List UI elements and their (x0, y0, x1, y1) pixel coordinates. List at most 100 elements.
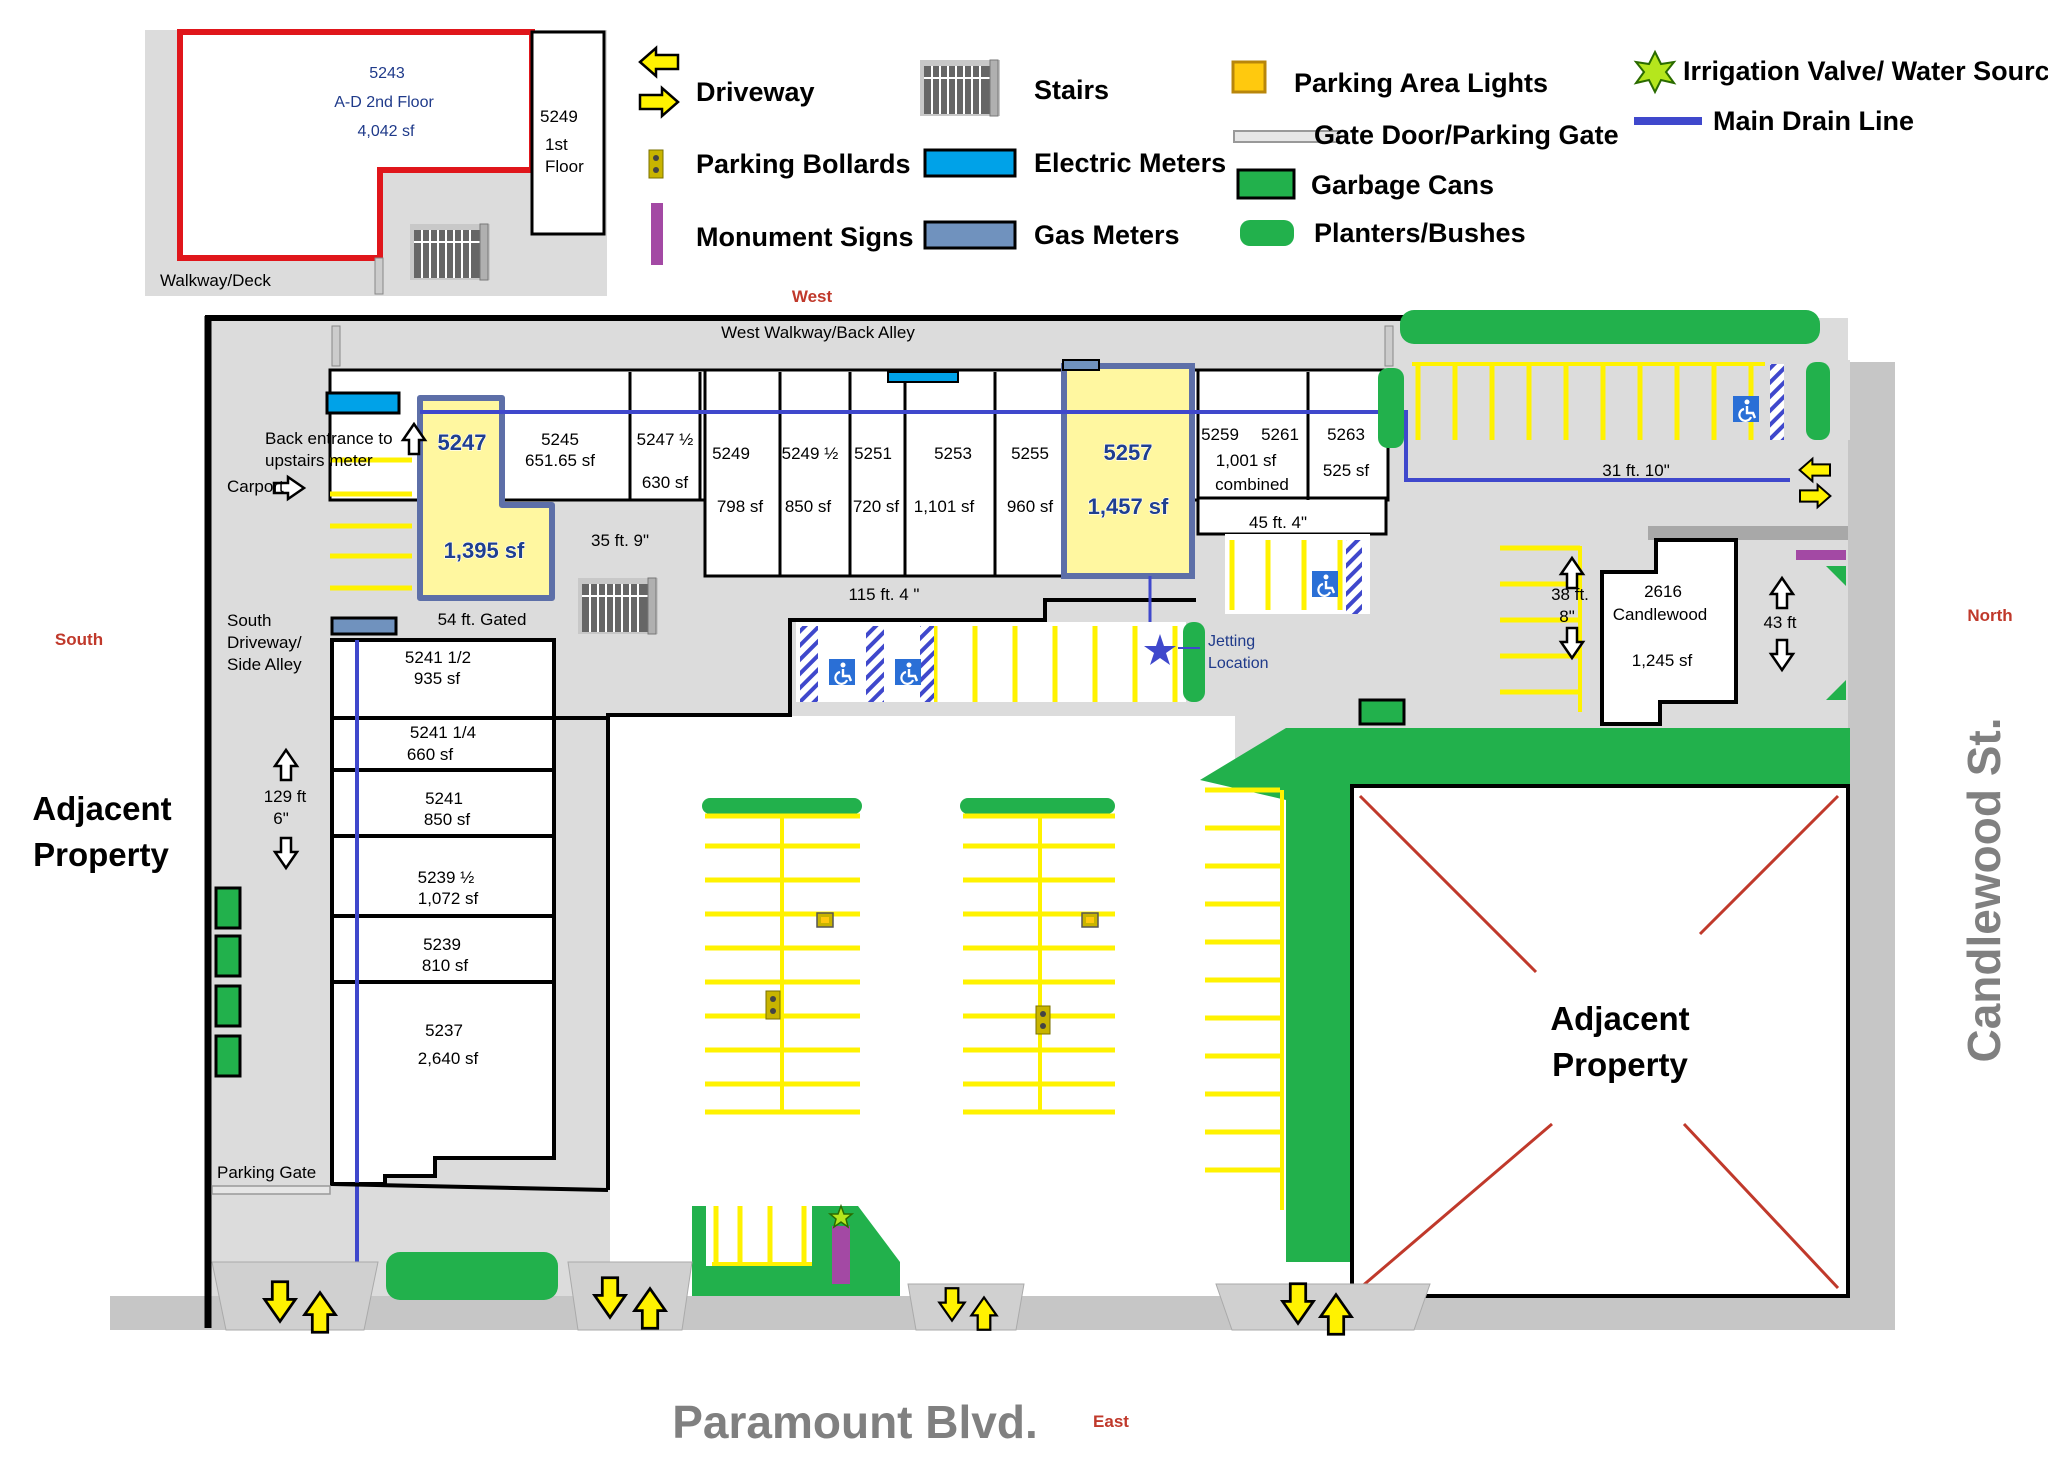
inset-side-floor-1: 1st (545, 135, 568, 154)
adjacent-property-right: Adjacent Property (1350, 784, 1850, 1298)
candlewood-street (1847, 362, 1895, 1330)
north-parking-stripes (1412, 362, 1784, 440)
unit-5237-number: 5237 (425, 1021, 463, 1040)
highlight-unit-5247: 5247 1,395 sf (417, 395, 555, 601)
gas-meter-left (330, 616, 398, 636)
monument-sign-north (1796, 550, 1846, 560)
label-parking-gate: Parking Gate (217, 1163, 316, 1182)
highlight-5247-area: 1,395 sf (444, 538, 525, 563)
compass-east: East (1093, 1412, 1129, 1431)
unit-5241-area: 850 sf (424, 810, 471, 829)
compass-west: West (792, 287, 833, 306)
unit-5239h-number: 5239 ½ (418, 868, 475, 887)
unit-5247h-area: 630 sf (642, 473, 689, 492)
building-2616-street: Candlewood (1613, 605, 1708, 624)
unit-5241h-number: 5241 1/2 (405, 648, 471, 667)
inset-unit-area: 4,042 sf (358, 123, 415, 140)
inset-side-number: 5249 (540, 107, 578, 126)
garbage-can-courtyard (1358, 698, 1406, 726)
adjacent-left-line1: Adjacent (32, 790, 171, 827)
unit-5263-area: 525 sf (1323, 461, 1370, 480)
gas-meter-icon (923, 220, 1017, 250)
courtyard-south-parking (796, 622, 1186, 702)
monument-sign-icon (651, 203, 663, 265)
stairs-icon (919, 59, 1001, 117)
gate-icon (1233, 130, 1339, 143)
highlight-5247-number: 5247 (438, 430, 487, 455)
label-len-45: 45 ft. 4" (1249, 513, 1307, 532)
label-len-129b: 6" (273, 809, 289, 828)
unit-5247h-number: 5247 ½ (637, 430, 694, 449)
inset-unit-floor: A-D 2nd Floor (334, 94, 434, 111)
label-jetting-1: Jetting (1208, 633, 1255, 650)
planter-icon (1240, 220, 1294, 246)
highlight-5257-area: 1,457 sf (1088, 494, 1169, 519)
combined-area: 1,001 sf (1216, 451, 1277, 470)
electric-meter-icon (923, 148, 1017, 178)
courtyard-parking-stripes (1225, 534, 1370, 614)
parking-island-1 (702, 798, 862, 1115)
unit-5237-area: 2,640 sf (418, 1049, 479, 1068)
legend-stairs: Stairs (1034, 75, 1109, 105)
drain-line-icon (1634, 117, 1702, 125)
legend: Driveway Parking Bollards Monument Signs… (638, 46, 2048, 265)
stairs-middle (577, 577, 659, 635)
planter-north-edge (1806, 362, 1830, 440)
main-drain-line (420, 410, 1790, 482)
legend-lights: Parking Area Lights (1294, 68, 1548, 98)
highlight-unit-5257: 5257 1,457 sf (1061, 363, 1195, 579)
building-2616-area: 1,245 sf (1632, 651, 1693, 670)
legend-gas: Gas Meters (1034, 220, 1180, 250)
legend-driveway: Driveway (696, 77, 815, 107)
building-2616-number: 2616 (1644, 582, 1682, 601)
legend-garbage: Garbage Cans (1311, 170, 1494, 200)
label-jetting-2: Location (1208, 655, 1269, 672)
inset-upper-floor: 5243 A-D 2nd Floor 4,042 sf 5249 1st Flo… (145, 29, 607, 296)
inset-unit-number: 5243 (369, 65, 405, 82)
inset-walkway-label: Walkway/Deck (160, 271, 271, 290)
unit-5251-area: 720 sf (853, 497, 900, 516)
misc-labels: West Walkway/Back Alley Back entrance to… (32, 323, 1796, 1182)
unit-5253-area: 1,101 sf (914, 497, 975, 516)
label-back-entrance-2: upstairs meter (265, 451, 373, 470)
unit-5255-area: 960 sf (1007, 497, 1054, 516)
unit-5253-number: 5253 (934, 444, 972, 463)
legend-gate: Gate Door/Parking Gate (1314, 120, 1619, 150)
label-south-1: South (227, 611, 271, 630)
compass-north: North (1967, 606, 2012, 625)
planter-strip (1378, 368, 1404, 448)
legend-drain: Main Drain Line (1713, 106, 1914, 136)
unit-5239-area: 810 sf (422, 956, 469, 975)
unit-5241q-number: 5241 1/4 (410, 723, 476, 742)
parking-gate-left (211, 1185, 331, 1195)
unit-5255-number: 5255 (1011, 444, 1049, 463)
legend-planters: Planters/Bushes (1314, 218, 1526, 248)
label-len-35: 35 ft. 9" (591, 531, 649, 550)
label-len-129a: 129 ft (264, 787, 307, 806)
building-2616: 2616 Candlewood 1,245 sf (1600, 526, 1848, 726)
unit-5249-number: 5249 (712, 444, 750, 463)
legend-irrigation: Irrigation Valve/ Water Source (1683, 56, 2048, 86)
top-unit-labels: 5245 651.65 sf 5247 ½ 630 sf 5249 798 sf… (525, 425, 1369, 516)
inset-side-floor-2: Floor (545, 157, 584, 176)
unit-5241q-area: 660 sf (407, 745, 454, 764)
legend-electric: Electric Meters (1034, 148, 1226, 178)
accessible-parking-icon-north (1731, 394, 1761, 424)
label-back-entrance-1: Back entrance to (265, 429, 393, 448)
electric-meter-middle (887, 371, 959, 383)
label-west-walkway: West Walkway/Back Alley (721, 323, 915, 342)
unit-5249h-number: 5249 ½ (782, 444, 839, 463)
label-len-43: 43 ft (1763, 613, 1796, 632)
street-candlewood: Candlewood St. (1958, 718, 2010, 1063)
unit-5241-number: 5241 (425, 789, 463, 808)
entry-planter-bottom (692, 1203, 900, 1296)
label-len-38b: 8" (1559, 607, 1575, 626)
compass-south: South (55, 630, 103, 649)
unit-5239h-area: 1,072 sf (418, 889, 479, 908)
jetting-star-icon (1144, 634, 1176, 665)
unit-5261-number: 5261 (1261, 425, 1299, 444)
garbage-cans-left (214, 886, 242, 1078)
irrigation-star-icon (1633, 49, 1677, 95)
electric-meter-top (325, 391, 401, 415)
label-len-31: 31 ft. 10" (1602, 461, 1669, 480)
